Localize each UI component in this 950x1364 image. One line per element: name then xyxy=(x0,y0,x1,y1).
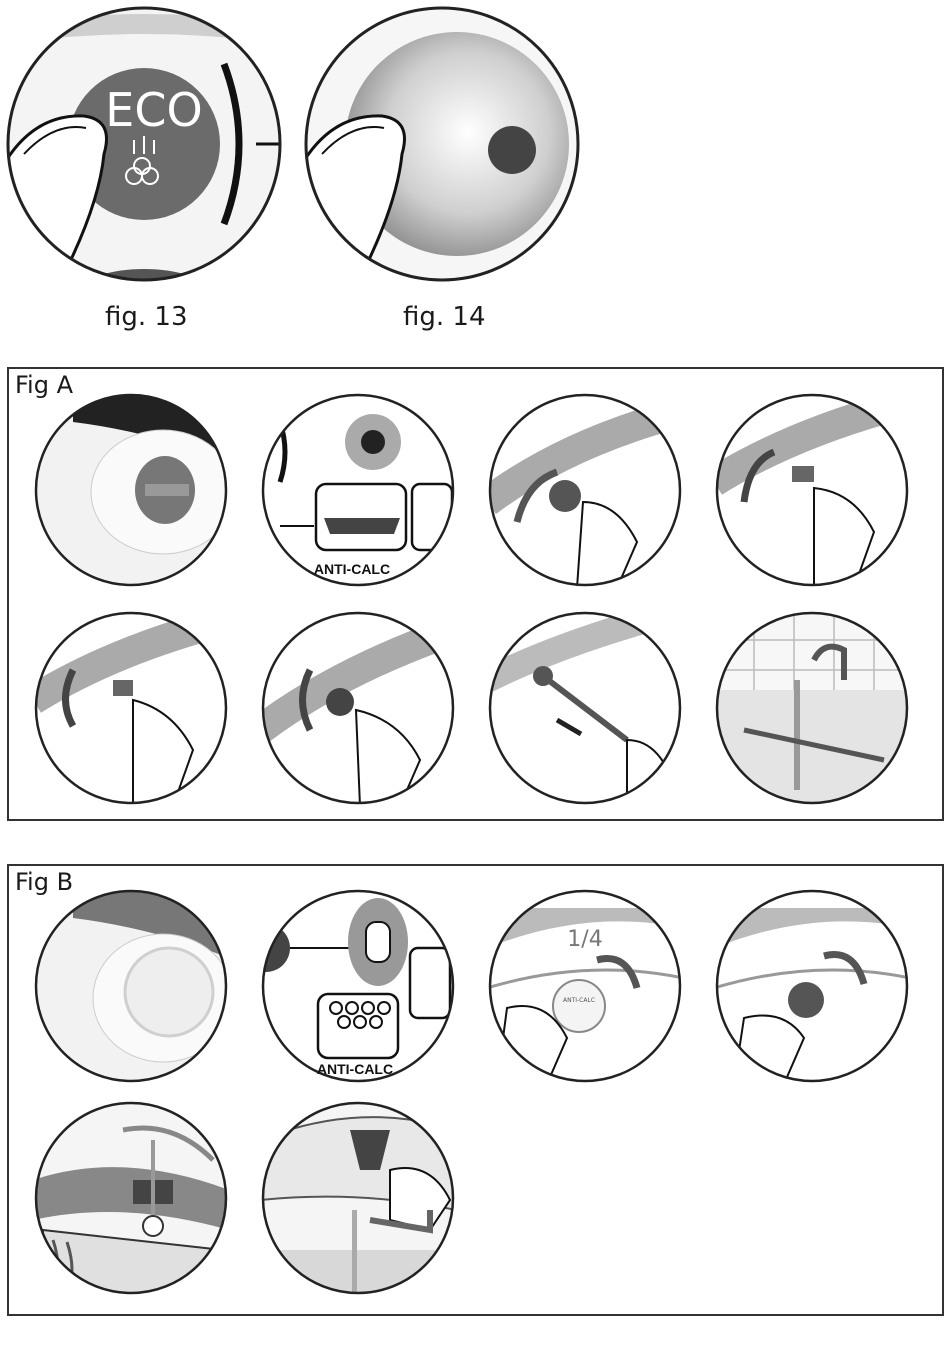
quarter-turn-label: 1/4 xyxy=(567,927,602,952)
fig-a-step-6 xyxy=(260,610,456,806)
fig-b-step-5 xyxy=(33,1100,229,1296)
fig-a-step-4 xyxy=(714,392,910,588)
fig-13-caption: fig. 13 xyxy=(105,302,188,332)
fig-14-caption: fig. 14 xyxy=(403,302,486,332)
fig-b-step-6 xyxy=(260,1100,456,1296)
fig-a-step-2: ANTI-CALC xyxy=(260,392,456,588)
fig-14-illustration xyxy=(302,4,582,284)
fig-b-step-4 xyxy=(714,888,910,1084)
fig-a-anti-calc-label: ANTI-CALC xyxy=(314,561,390,577)
fig-13-illustration: ECO xyxy=(4,4,284,284)
fig-a-step-7 xyxy=(487,610,683,806)
eco-button-text: ECO xyxy=(105,83,202,137)
fig-b-step-1 xyxy=(33,888,229,1084)
fig-b-step-3: 1/4 ANTI-CALC xyxy=(487,888,683,1084)
fig-a-step-5 xyxy=(33,610,229,806)
fig-a-step-1 xyxy=(33,392,229,588)
fig-b-step-2: ANTI-CALC xyxy=(260,888,456,1084)
fig-b-anti-calc-label: ANTI-CALC xyxy=(317,1061,393,1077)
anti-calc-cap-text: ANTI-CALC xyxy=(563,997,595,1004)
fig-a-step-3 xyxy=(487,392,683,588)
fig-a-step-8 xyxy=(714,610,910,806)
